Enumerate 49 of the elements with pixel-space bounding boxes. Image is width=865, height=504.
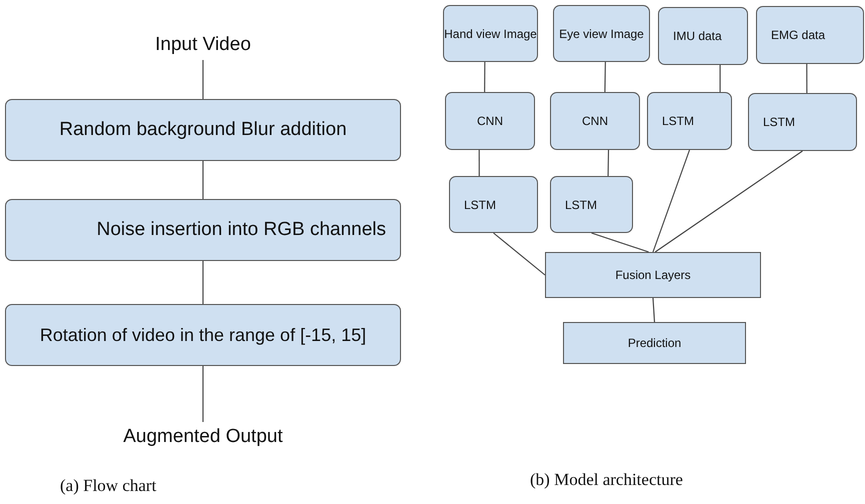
process-box [443,5,538,62]
node-label: Augmented Output [123,426,283,448]
process-box [748,93,857,151]
node-label: Input Video [155,34,251,56]
node-label: LSTM [464,198,496,212]
connector-line [604,62,606,92]
node-label: Hand view Image [444,26,537,40]
node-label: CNN [582,114,608,128]
connector-line [608,150,610,176]
connector-line [654,150,803,252]
process-box [449,176,538,233]
figure-caption: (b) Model architecture [530,470,683,490]
connector-line [478,150,480,176]
connector-line [806,64,808,93]
figure-caption: (a) Flow chart [60,476,156,496]
process-box [5,199,401,261]
connector-line [652,150,690,252]
node-label: LSTM [565,198,598,212]
process-box [647,92,732,150]
connector-line [202,60,204,99]
process-box [550,176,633,233]
process-box [563,322,746,364]
node-label: Prediction [628,336,682,350]
connector-line [484,62,486,92]
process-box [545,252,761,298]
process-box [5,304,401,366]
process-box [756,6,864,64]
node-label: Noise insertion into RGB channels [96,219,386,241]
node-label: CNN [477,114,503,128]
node-label: Random background Blur addition [59,119,347,141]
connector-line [493,232,546,276]
node-label: Rotation of video in the range of [-15, 15] [40,324,366,346]
process-box [553,5,650,62]
node-label: IMU data [673,29,722,43]
process-box [445,92,535,150]
node-label: Eye view Image [559,26,644,40]
node-label: EMG data [771,28,826,42]
node-label: Fusion Layers [615,268,691,282]
connector-line [202,366,204,422]
connector-line [591,232,649,253]
node-label: LSTM [763,115,796,129]
connector-line [652,298,656,322]
connector-line [202,161,204,199]
process-box [5,99,401,161]
process-box [550,92,640,150]
connector-line [202,261,204,304]
process-box [658,7,748,65]
node-label: LSTM [662,114,694,128]
connector-line [720,65,721,92]
